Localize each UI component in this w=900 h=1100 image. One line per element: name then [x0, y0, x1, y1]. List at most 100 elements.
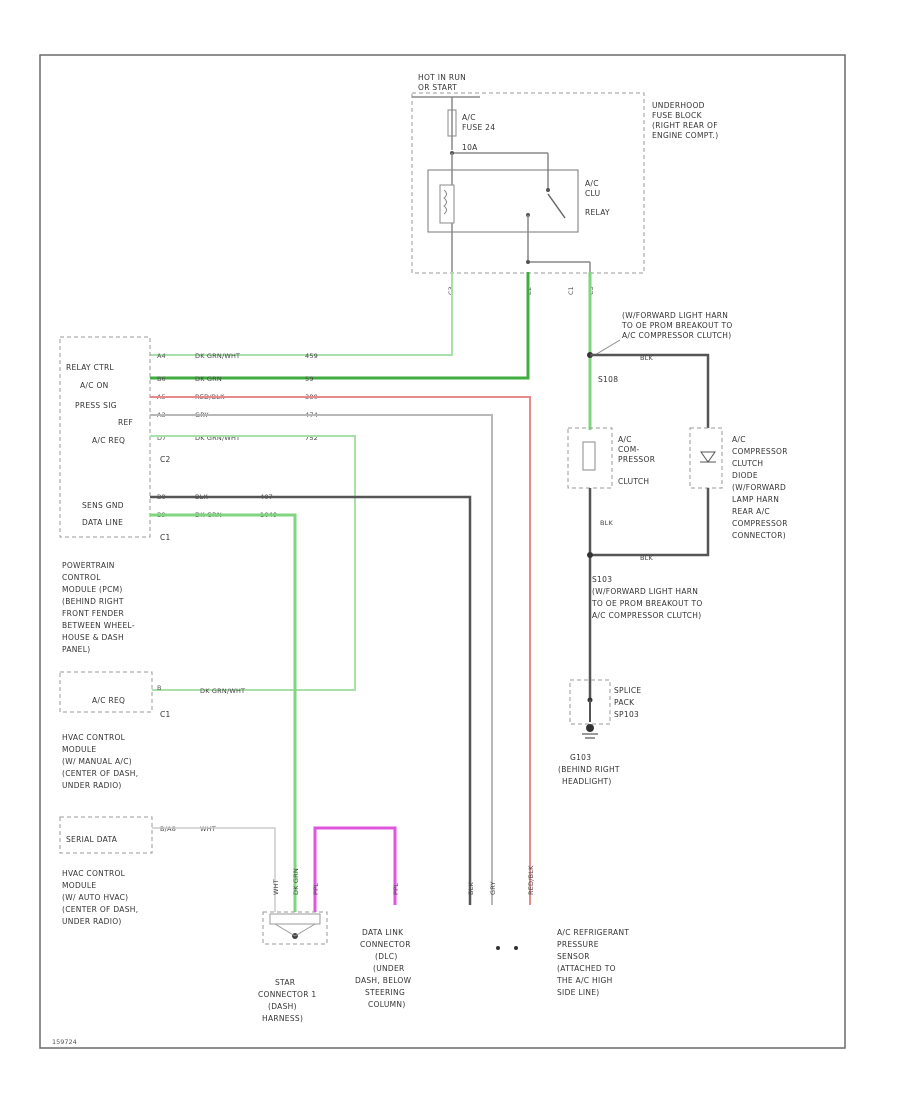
dlc-label-2: CONNECTOR: [360, 940, 411, 949]
relay-label-1: A/C: [585, 179, 599, 188]
sensor-label-2: PRESSURE: [557, 940, 599, 949]
wire-relay-ctrl: [150, 272, 453, 356]
pcm-pin-relay-ctrl: RELAY CTRL: [66, 363, 115, 372]
splice-pack-label-3: SP103: [614, 710, 639, 719]
pcm-pin-press-sig: PRESS SIG: [75, 401, 117, 410]
hvac-auto-label-3: (W/ AUTO HVAC): [62, 893, 128, 902]
pcm-label-7: HOUSE & DASH: [62, 633, 124, 642]
fwd-lamp-top-1: (W/FORWARD LIGHT HARN: [622, 311, 728, 320]
hvac-auto-wire: WHT: [200, 825, 216, 833]
wire-ref: [150, 414, 493, 905]
pcm-module: RELAY CTRL A/C ON PRESS SIG REF A/C REQ …: [59, 336, 171, 654]
wire-ac-req: [150, 435, 356, 691]
wire-dlc: [313, 826, 397, 912]
wl-sensor-gry: GRY: [489, 881, 497, 895]
wl-ac-req-num: 752: [305, 434, 318, 442]
pcm-pin-data-line: DATA LINE: [82, 518, 123, 527]
fuse-block-label-4: ENGINE COMPT.): [652, 131, 718, 140]
footer-code: 159724: [52, 1038, 77, 1046]
sensor-label-3: SENSOR: [557, 952, 590, 961]
diode-label-1: A/C: [732, 435, 746, 444]
wl-sensor-blk: BLK: [467, 882, 475, 895]
sensor-label-6: SIDE LINE): [557, 988, 600, 997]
fuse-label-1: A/C: [462, 113, 476, 122]
hvac-auto-pin: SERIAL DATA: [66, 835, 118, 844]
s103-label-3: TO OE PROM BREAKOUT TO: [591, 599, 703, 608]
dlc-label-5: DASH, BELOW: [355, 976, 412, 985]
ground-label-1: G103: [570, 753, 591, 762]
diode-label-4: DIODE: [732, 471, 758, 480]
wl-relay-ctrl-num: 459: [305, 352, 318, 360]
hvac-auto-label-5: UNDER RADIO): [62, 917, 122, 926]
wl-dlc-ppl: PPL: [392, 883, 400, 895]
wire-sens-gnd: [150, 495, 472, 905]
hvac-manual-pin: A/C REQ: [92, 696, 125, 705]
diode-label-3: CLUTCH: [732, 459, 763, 468]
ground-label-2: (BEHIND RIGHT: [558, 765, 620, 774]
pcm-conn-c2: C2: [160, 455, 171, 464]
or-start-label: OR START: [418, 83, 457, 92]
wire-press-sig: [150, 396, 531, 905]
s103-label-1: S103: [592, 575, 612, 584]
wl-ac-on-num: 59: [305, 375, 314, 383]
clutch-label-3: PRESSOR: [618, 455, 655, 464]
wire-serial-data: [152, 827, 276, 912]
relay-label-3: RELAY: [585, 208, 610, 217]
wl-diode-top-color: BLK: [640, 354, 653, 362]
hvac-manual-label-2: MODULE: [62, 745, 96, 754]
hvac-manual-label-1: HVAC CONTROL: [62, 733, 126, 742]
fuse-label-2: FUSE 24: [462, 123, 495, 132]
pressure-sensor: A/C REFRIGERANT PRESSURE SENSOR (ATTACHE…: [496, 928, 629, 997]
fuse-block-label-3: (RIGHT REAR OF: [652, 121, 718, 130]
compressor-diode-box: [689, 427, 723, 489]
splice-s103-dot: [587, 552, 593, 558]
fuse-label-3: 10A: [462, 143, 478, 152]
star-label-2: CONNECTOR 1: [258, 990, 317, 999]
hvac-manual-conn: C1: [160, 710, 171, 719]
pcm-label-1: POWERTRAIN: [62, 561, 115, 570]
star-label-1: STAR: [275, 978, 295, 987]
hvac-manual-pinnum: B: [157, 684, 161, 692]
data-link-connector: DATA LINK CONNECTOR (DLC) (UNDER DASH, B…: [355, 928, 412, 1009]
pcm-label-3: MODULE (PCM): [62, 585, 123, 594]
pcm-label-2: CONTROL: [62, 573, 101, 582]
wl-star-wht: WHT: [272, 879, 280, 895]
pcm-pinnum-a4: A4: [157, 352, 166, 360]
hvac-manual-wire: DK GRN/WHT: [200, 687, 245, 695]
s103-label-4: A/C COMPRESSOR CLUTCH): [592, 611, 701, 620]
pcm-conn-c1: C1: [160, 533, 171, 542]
s108-label: S108: [598, 375, 618, 384]
underhood-fuse-block: HOT IN RUN OR START UNDERHOOD FUSE BLOCK…: [411, 73, 718, 295]
star-connector: STAR CONNECTOR 1 (DASH) HARNESS): [258, 911, 328, 1023]
pcm-label-4: (BEHIND RIGHT: [62, 597, 124, 606]
sensor-label-5: THE A/C HIGH: [556, 976, 613, 985]
star-label-3: (DASH): [268, 1002, 297, 1011]
wire-diode-top: [590, 353, 710, 428]
relay-pin-3: C1: [567, 286, 575, 295]
fuse-symbol: [447, 109, 457, 137]
wl-star-grn: DK GRN: [292, 868, 300, 895]
fwd-lamp-top-3: A/C COMPRESSOR CLUTCH): [622, 331, 731, 340]
sensor-label-4: (ATTACHED TO: [557, 964, 616, 973]
hvac-auto-label-1: HVAC CONTROL: [62, 869, 126, 878]
sensor-label-1: A/C REFRIGERANT: [557, 928, 629, 937]
s103-label-2: (W/FORWARD LIGHT HARN: [592, 587, 698, 596]
clutch-label-2: COM-: [618, 445, 640, 454]
ground-symbol: [582, 724, 598, 739]
ground-label-3: HEADLIGHT): [562, 777, 612, 786]
relay-label-2: CLU: [585, 189, 600, 198]
wire-diode-bottom: [590, 488, 710, 557]
diode-label-2: COMPRESSOR: [732, 447, 788, 456]
compressor-clutch-box: [567, 427, 613, 489]
diode-label-7: REAR A/C: [732, 507, 770, 516]
splice-pack-label-2: PACK: [614, 698, 635, 707]
hvac-manual-label-5: UNDER RADIO): [62, 781, 122, 790]
pcm-pin-sens-gnd: SENS GND: [82, 501, 124, 510]
pcm-pin-ref: REF: [118, 418, 133, 427]
wl-clutch-ground-color: BLK: [600, 519, 613, 527]
pcm-pinnum-b6: B6: [157, 375, 166, 383]
pcm-pin-ac-on: A/C ON: [80, 381, 109, 390]
dlc-label-6: STEERING: [365, 988, 405, 997]
pcm-label-8: PANEL): [62, 645, 90, 654]
hvac-auto-label-2: MODULE: [62, 881, 96, 890]
